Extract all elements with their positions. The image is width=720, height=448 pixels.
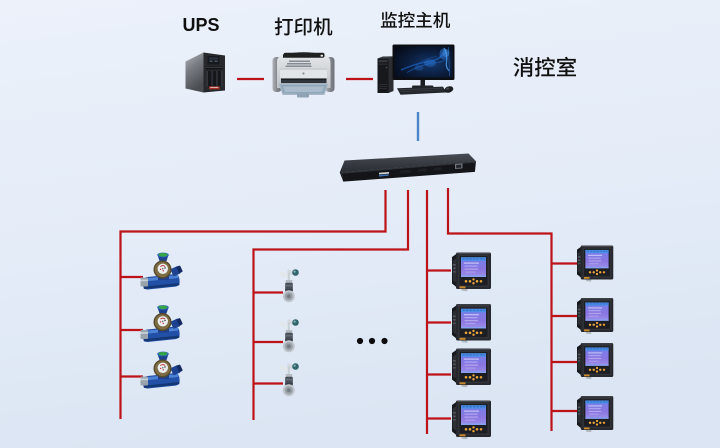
svg-text:UPS: UPS	[182, 15, 219, 35]
